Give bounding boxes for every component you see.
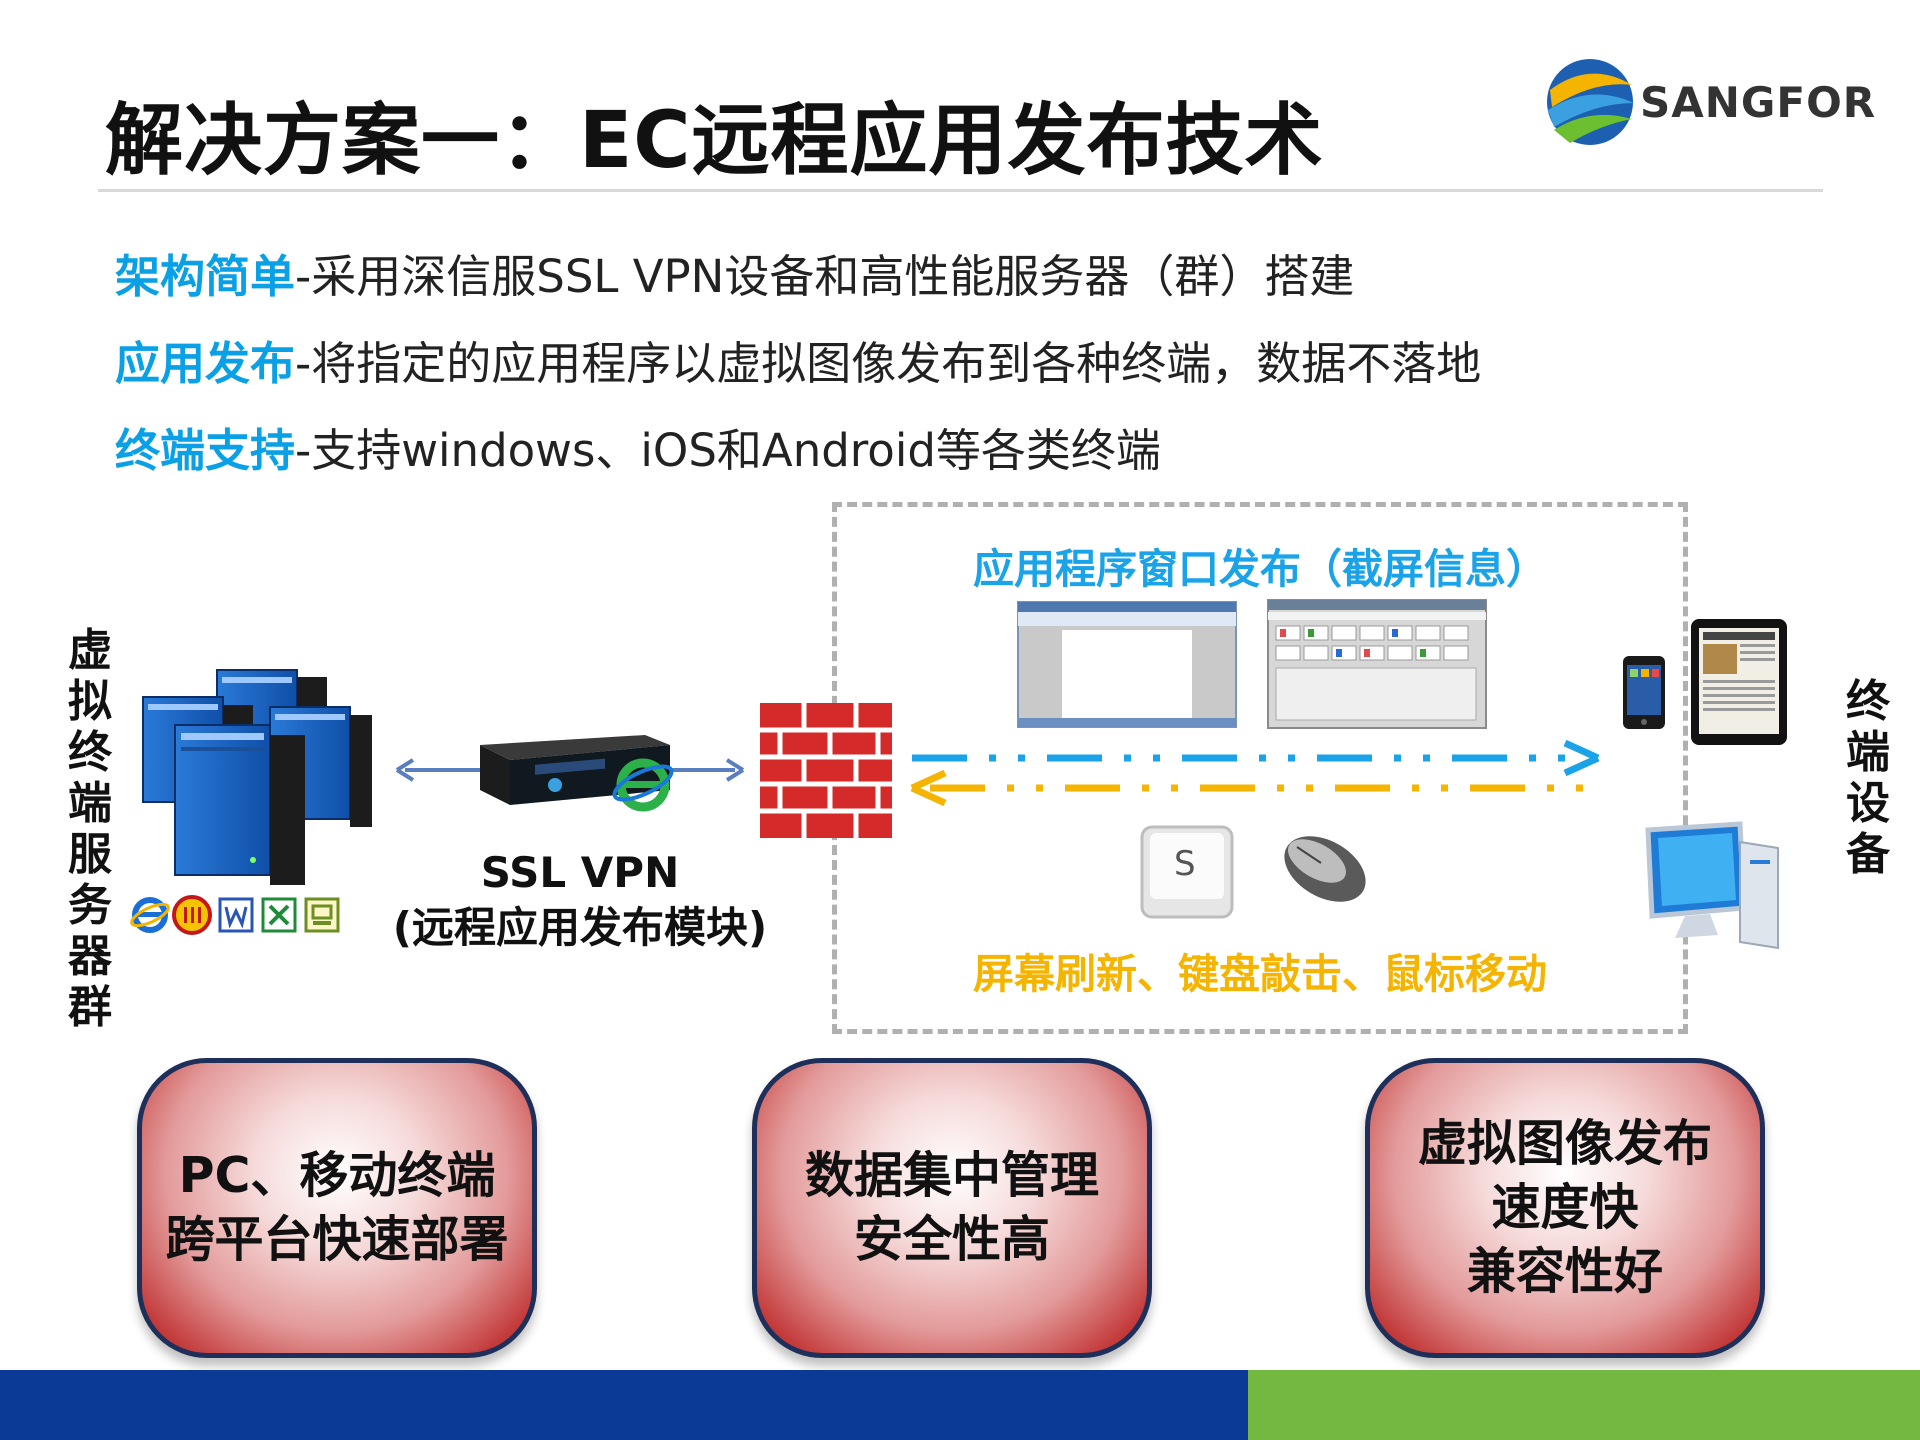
publish-label: 应用程序窗口发布（截屏信息） [973, 545, 1547, 593]
smartphone-icon [1623, 656, 1665, 729]
bullet-highlight: 终端支持 [115, 424, 296, 477]
bullet-terminal-support: 终端支持-支持windows、iOS和Android等各类终端 [115, 414, 1161, 479]
card-line: 安全性高 [853, 1211, 1050, 1268]
slide-title: 解决方案一：EC远程应用发布技术 [105, 96, 1324, 186]
footer-band-blue [0, 1370, 1248, 1440]
vpn-title: SSL VPN [480, 848, 680, 897]
app-window-screenshot-icon [1267, 599, 1487, 729]
vpn-appliance-icon [480, 735, 670, 805]
bullet-text: -支持windows、iOS和Android等各类终端 [295, 424, 1161, 477]
terminal-devices-label: 终端设备 [1846, 676, 1890, 880]
vpn-subtitle: (远程应用发布模块) [392, 903, 768, 952]
logo-text: SANGFOR [1640, 78, 1877, 127]
card-line: 兼容性好 [1466, 1243, 1663, 1300]
app-window-screenshot-icon [1017, 601, 1237, 728]
bullet-highlight: 架构简单 [115, 250, 296, 303]
benefit-card-performance: 虚拟图像发布 速度快 兼容性好 [1365, 1058, 1765, 1358]
card-line: 速度快 [1491, 1179, 1639, 1236]
input-events-label: 屏幕刷新、键盘敲击、鼠标移动 [973, 950, 1547, 998]
mouse-icon [1284, 836, 1366, 902]
bidirectional-transfer-arrows [910, 739, 1600, 807]
word-icon [218, 897, 254, 933]
card-line: 跨平台快速部署 [165, 1211, 509, 1268]
excel-icon [261, 897, 297, 933]
app-viewer-icon [304, 897, 340, 933]
ie-icon [612, 758, 674, 812]
card-line: PC、移动终端 [178, 1147, 496, 1204]
benefit-card-data-security: 数据集中管理 安全性高 [752, 1058, 1152, 1358]
benefit-card-cross-platform: PC、移动终端 跨平台快速部署 [137, 1058, 537, 1358]
vpn-caption: SSL VPN (远程应用发布模块) [380, 845, 780, 955]
server-cluster-label: 虚拟终端服务器群 [68, 625, 112, 1033]
bullet-highlight: 应用发布 [115, 337, 296, 390]
server-cluster-icon [142, 669, 372, 885]
sangfor-logo-icon [1547, 59, 1634, 145]
keyboard-key-icon: S [1140, 825, 1234, 919]
bullet-app-publish: 应用发布-将指定的应用程序以虚拟图像发布到各种终端，数据不落地 [115, 327, 1481, 392]
firewall-icon [760, 703, 892, 838]
app-iii-icon [172, 895, 212, 935]
tablet-icon [1691, 619, 1787, 745]
card-line: 数据集中管理 [804, 1147, 1099, 1204]
bullet-text: -采用深信服SSL VPN设备和高性能服务器（群）搭建 [295, 250, 1355, 303]
footer-band-green [1248, 1370, 1920, 1440]
keycap-letter: S [1174, 844, 1196, 884]
title-divider [98, 189, 1823, 192]
bullet-text: -将指定的应用程序以虚拟图像发布到各种终端，数据不落地 [295, 337, 1482, 390]
desktop-pc-icon [1645, 821, 1779, 950]
ie-icon [130, 897, 170, 933]
card-line: 虚拟图像发布 [1417, 1115, 1712, 1172]
bullet-architecture: 架构简单-采用深信服SSL VPN设备和高性能服务器（群）搭建 [115, 240, 1354, 305]
